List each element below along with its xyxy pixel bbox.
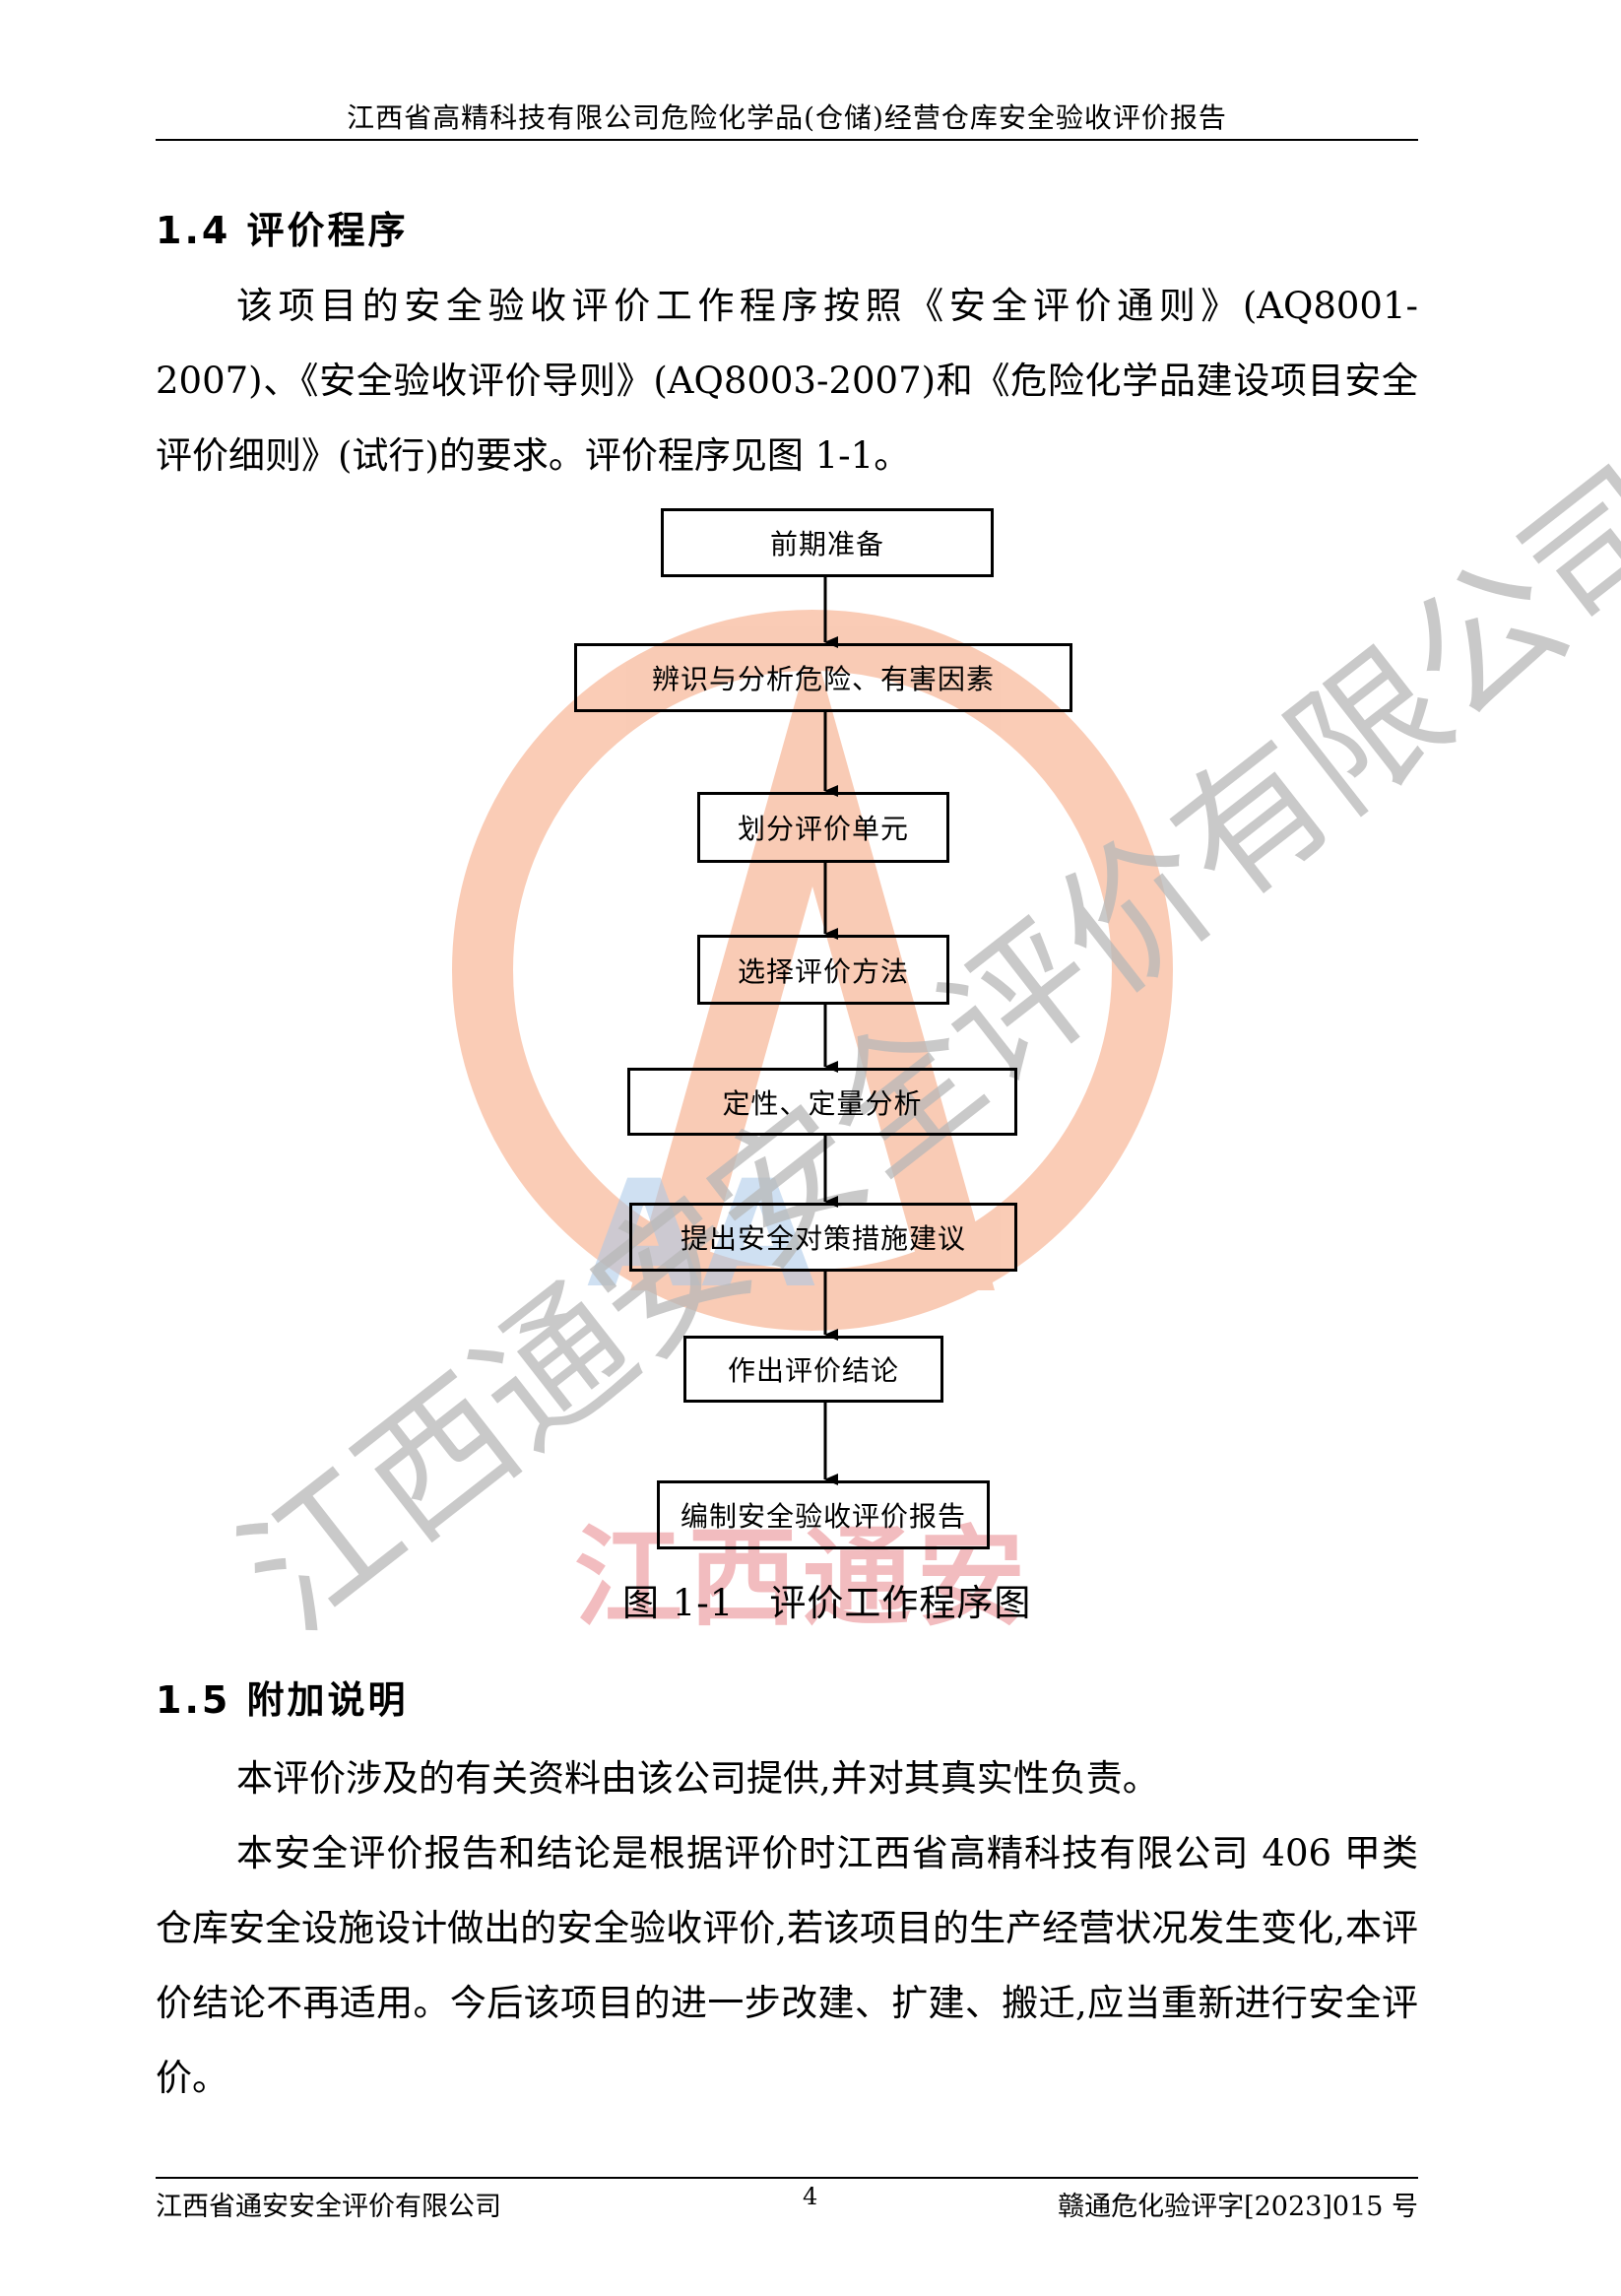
flow-step-analysis: 定性、定量分析 <box>627 1068 1017 1136</box>
footer-page-number: 4 <box>803 2183 818 2210</box>
footer-doc-number: 赣通危化验评字[2023]015 号 <box>1058 2192 1418 2222</box>
figure-caption: 图 1-1 评价工作程序图 <box>622 1573 1031 1626</box>
figure-caption-number: 图 1-1 <box>622 1582 735 1624</box>
flow-step-hazard-identification: 辨识与分析危险、有害因素 <box>574 643 1072 712</box>
footer-rule <box>156 2177 1418 2179</box>
flow-step-compile-report: 编制安全验收评价报告 <box>657 1480 990 1549</box>
flow-step-conclusion: 作出评价结论 <box>683 1336 943 1403</box>
running-header: 江西省高精科技有限公司危险化学品(仓储)经营仓库安全验收评价报告 <box>347 101 1227 134</box>
section-heading-1-5: 1.5 附加说明 <box>156 1678 409 1722</box>
footer-company: 江西省通安安全评价有限公司 <box>156 2192 501 2222</box>
header-rule <box>156 139 1418 141</box>
flow-step-countermeasures: 提出安全对策措施建议 <box>629 1203 1017 1272</box>
section-1-4-paragraph: 该项目的安全验收评价工作程序按照《安全评价通则》(AQ8001-2007)、《安… <box>156 285 1418 477</box>
section-1-5-paragraph-2: 本安全评价报告和结论是根据评价时江西省高精科技有限公司 406 甲类仓库安全设施… <box>156 1832 1418 2099</box>
flow-step-divide-units: 划分评价单元 <box>697 792 949 863</box>
section-heading-1-4: 1.4 评价程序 <box>156 209 409 252</box>
flow-step-prep: 前期准备 <box>661 508 994 577</box>
flow-step-select-method: 选择评价方法 <box>697 935 949 1005</box>
figure-caption-text: 评价工作程序图 <box>769 1582 1032 1624</box>
section-1-5-paragraph-1: 本评价涉及的有关资料由该公司提供,并对其真实性负责。 <box>236 1757 1159 1800</box>
